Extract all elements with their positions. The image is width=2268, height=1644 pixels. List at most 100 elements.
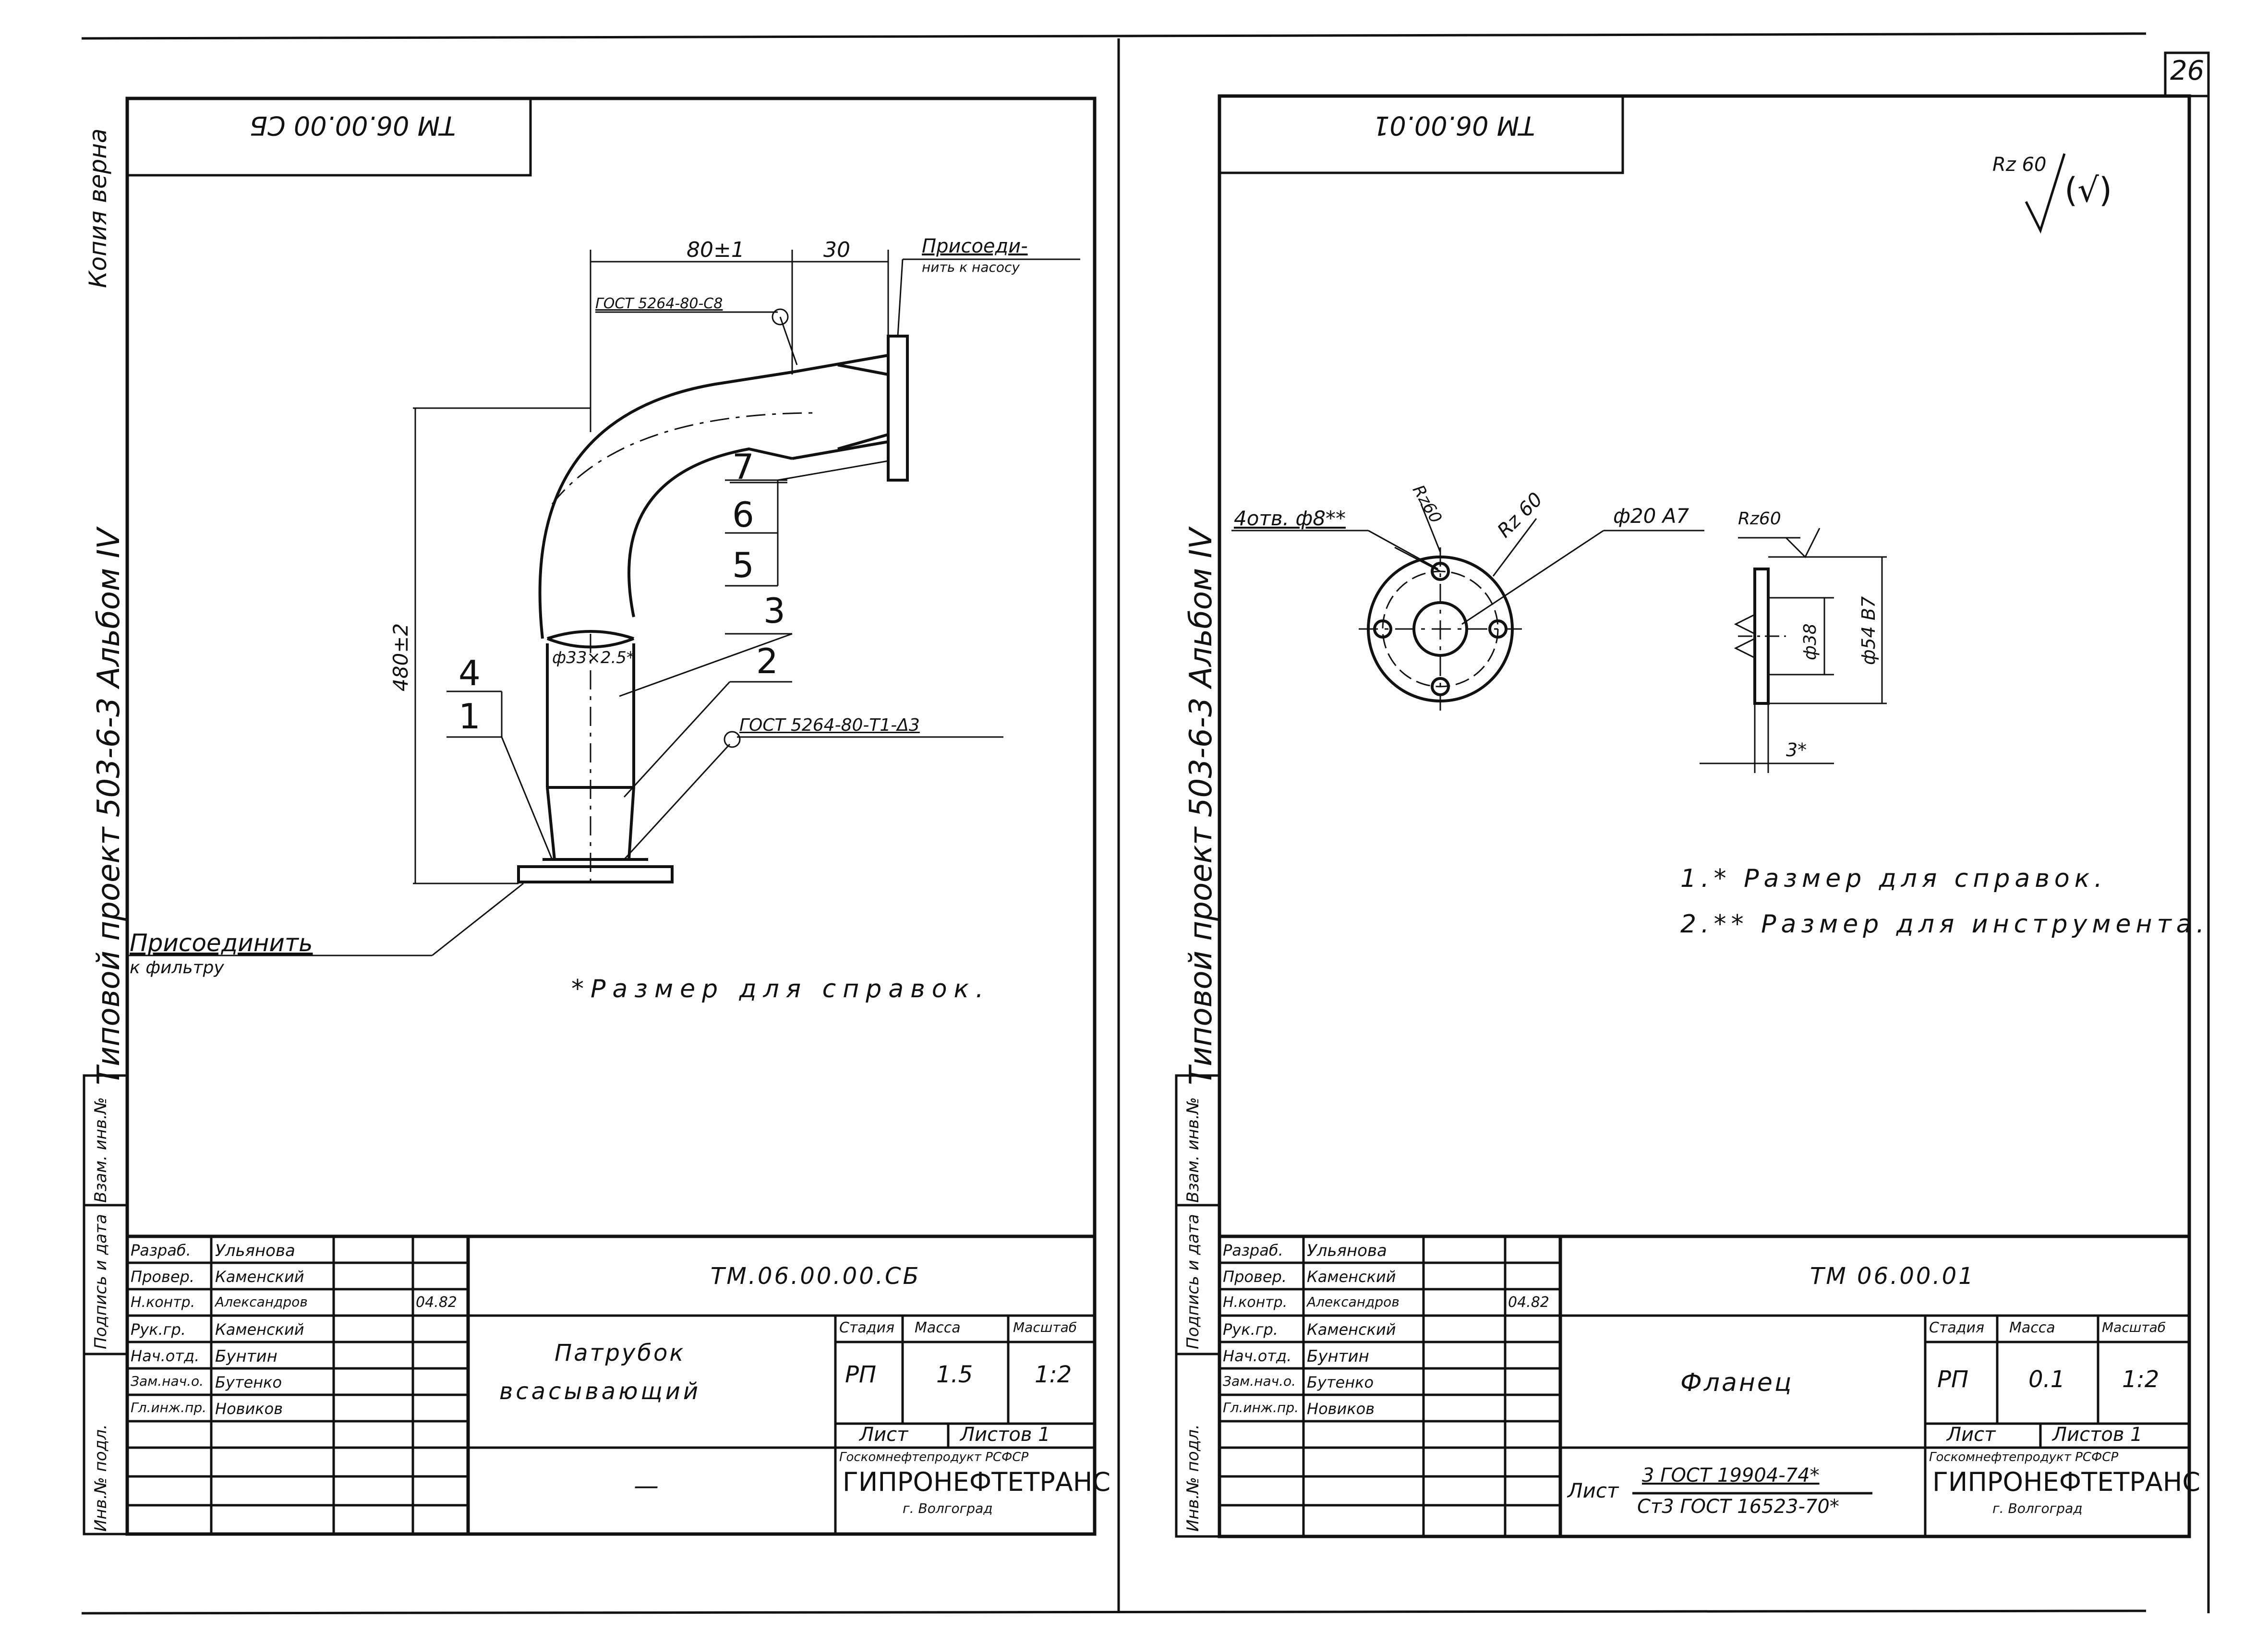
r-role-group: Рук.гр. <box>1223 1320 1279 1339</box>
r-h-scale: Масштаб <box>2102 1319 2166 1335</box>
r-designation: ТМ 06.00.01 <box>1810 1263 1975 1290</box>
connect-top-1: Присоеди- <box>922 235 1028 257</box>
right-note-2: 2.** Размер для инструмента. <box>1680 910 2209 939</box>
mass: 1.5 <box>936 1361 973 1388</box>
left-margin-project: Типовой проект 503-6-3 Альбом IV <box>91 528 127 1085</box>
right-note-1: 1.* Размер для справок. <box>1680 864 2107 893</box>
name-4: Каменский <box>215 1320 304 1339</box>
r-name-5: Бунтин <box>1307 1347 1369 1366</box>
r-h-mass: Масса <box>2009 1319 2055 1336</box>
position-3: 3 <box>763 591 785 631</box>
r-date: 04.82 <box>1508 1294 1549 1311</box>
org-3: г. Волгоград <box>903 1500 993 1516</box>
connect-top-2: нить к насосу <box>922 259 1020 275</box>
flange-drawing <box>1231 153 2066 773</box>
position-1: 1 <box>458 696 481 737</box>
h-stage: Стадия <box>839 1319 895 1336</box>
left-side-label-3: Взам. инв.№ <box>91 1097 110 1203</box>
left-side-label-2: Подпись и дата <box>91 1214 110 1349</box>
left-flipped-code: ТМ 06.00.00 СБ <box>250 110 456 141</box>
right-title-grid <box>1219 1234 2189 1536</box>
position-6: 6 <box>732 495 754 535</box>
r-role-developer: Разраб. <box>1223 1241 1283 1259</box>
r-h-stage: Стадия <box>1929 1319 1985 1336</box>
roughness-paren: (√) <box>2064 170 2112 210</box>
left-note: *Размер для справок. <box>571 975 990 1003</box>
position-4: 4 <box>458 653 481 693</box>
position-2: 2 <box>756 641 778 681</box>
position-7: 7 <box>732 447 754 487</box>
r-name-1: Ульянова <box>1307 1241 1387 1260</box>
page-number: 26 <box>2170 55 2205 86</box>
thickness-dim: 3* <box>1786 739 1807 761</box>
role-group: Рук.гр. <box>131 1320 186 1339</box>
connect-bottom-2: к фильтру <box>130 958 224 978</box>
gost-top-callout: ГОСТ 5264-80-С8 <box>595 295 723 312</box>
rz-3: Rz60 <box>1738 509 1781 529</box>
r-name-7: Новиков <box>1307 1400 1375 1418</box>
r-role-deputy: Зам.нач.о. <box>1223 1373 1296 1389</box>
dim-pipe: ф33×2.5* <box>552 648 635 667</box>
r-role-chief: Гл.инж.пр. <box>1223 1400 1299 1415</box>
connect-bottom-1: Присоединить <box>130 929 313 957</box>
right-flipped-code: ТМ 06.00.01 <box>1373 110 1535 141</box>
role-developer: Разраб. <box>131 1241 191 1259</box>
holes-dim: 4отв. ф8** <box>1234 507 1346 530</box>
r-role-norm: Н.контр. <box>1223 1294 1288 1311</box>
part-name-line1: Патрубок <box>555 1340 686 1366</box>
dim-80: 80±1 <box>687 238 745 262</box>
r-scale: 1:2 <box>2122 1366 2159 1393</box>
h-scale: Масштаб <box>1013 1319 1077 1335</box>
r-sheet-label: Лист <box>1947 1424 1996 1446</box>
r-org-1: Госкомнефтепродукт РСФСР <box>1929 1450 2119 1464</box>
dim-30: 30 <box>823 238 850 262</box>
r-role-checker: Провер. <box>1223 1268 1287 1286</box>
role-chief: Гл.инж.пр. <box>131 1400 207 1415</box>
date: 04.82 <box>416 1294 457 1311</box>
r-stage: РП <box>1937 1366 1969 1393</box>
name-5: Бунтин <box>215 1347 277 1366</box>
left-title-grid <box>127 1234 1095 1534</box>
r-part-name: Фланец <box>1680 1368 1794 1397</box>
role-deputy: Зам.нач.о. <box>131 1373 204 1389</box>
part-name-line2: всасывающий <box>499 1378 701 1405</box>
r-org-2: ГИПРОНЕФТЕТРАНС <box>1932 1467 2201 1497</box>
role-norm: Н.контр. <box>131 1294 195 1311</box>
r-name-4: Каменский <box>1307 1320 1396 1339</box>
role-dept: Нач.отд. <box>131 1347 200 1365</box>
right-side-label-1: Инв.№ подл. <box>1183 1424 1203 1532</box>
right-side-label-3: Взам. инв.№ <box>1183 1097 1203 1203</box>
h-mass: Масса <box>915 1319 961 1336</box>
r-role-dept: Нач.отд. <box>1223 1347 1292 1365</box>
right-margin-project: Типовой проект 503-6-3 Альбом IV <box>1183 528 1219 1085</box>
material: — <box>634 1472 659 1500</box>
r-name-2: Каменский <box>1307 1268 1396 1286</box>
left-copy-note: Копия верна <box>84 128 112 288</box>
gost-bottom-callout: ГОСТ 5264-80-Т1-Δ3 <box>739 715 920 735</box>
r-name-3: Александров <box>1307 1294 1399 1310</box>
name-1: Ульянова <box>215 1241 295 1260</box>
stage: РП <box>845 1361 877 1388</box>
right-side-label-2: Подпись и дата <box>1183 1214 1203 1349</box>
sheets-label: Листов 1 <box>960 1424 1050 1446</box>
roughness-mark: Rz 60 <box>1992 154 2047 176</box>
org-1: Госкомнефтепродукт РСФСР <box>839 1450 1029 1464</box>
org-2: ГИПРОНЕФТЕТРАНС <box>843 1467 1111 1497</box>
r-sheets-label: Листов 1 <box>2052 1424 2143 1446</box>
sheet-label: Лист <box>859 1424 908 1446</box>
r-material-prefix: Лист <box>1568 1479 1619 1502</box>
suction-pipe-drawing <box>127 250 1080 956</box>
r-material-bottom: Ст3 ГОСТ 16523-70* <box>1637 1496 1839 1518</box>
role-checker: Провер. <box>131 1268 194 1286</box>
d38-dim: ф38 <box>1800 623 1820 660</box>
r-name-6: Бутенко <box>1307 1373 1374 1391</box>
bore-dim: ф20 А7 <box>1613 504 1689 528</box>
r-mass: 0.1 <box>2028 1366 2065 1393</box>
name-7: Новиков <box>215 1400 283 1418</box>
r-org-3: г. Волгоград <box>1992 1500 2083 1516</box>
name-2: Каменский <box>215 1268 304 1286</box>
name-3: Александров <box>215 1294 308 1310</box>
r-material-top: 3 ГОСТ 19904-74* <box>1642 1464 1820 1487</box>
designation: ТМ.06.00.00.СБ <box>711 1263 921 1290</box>
